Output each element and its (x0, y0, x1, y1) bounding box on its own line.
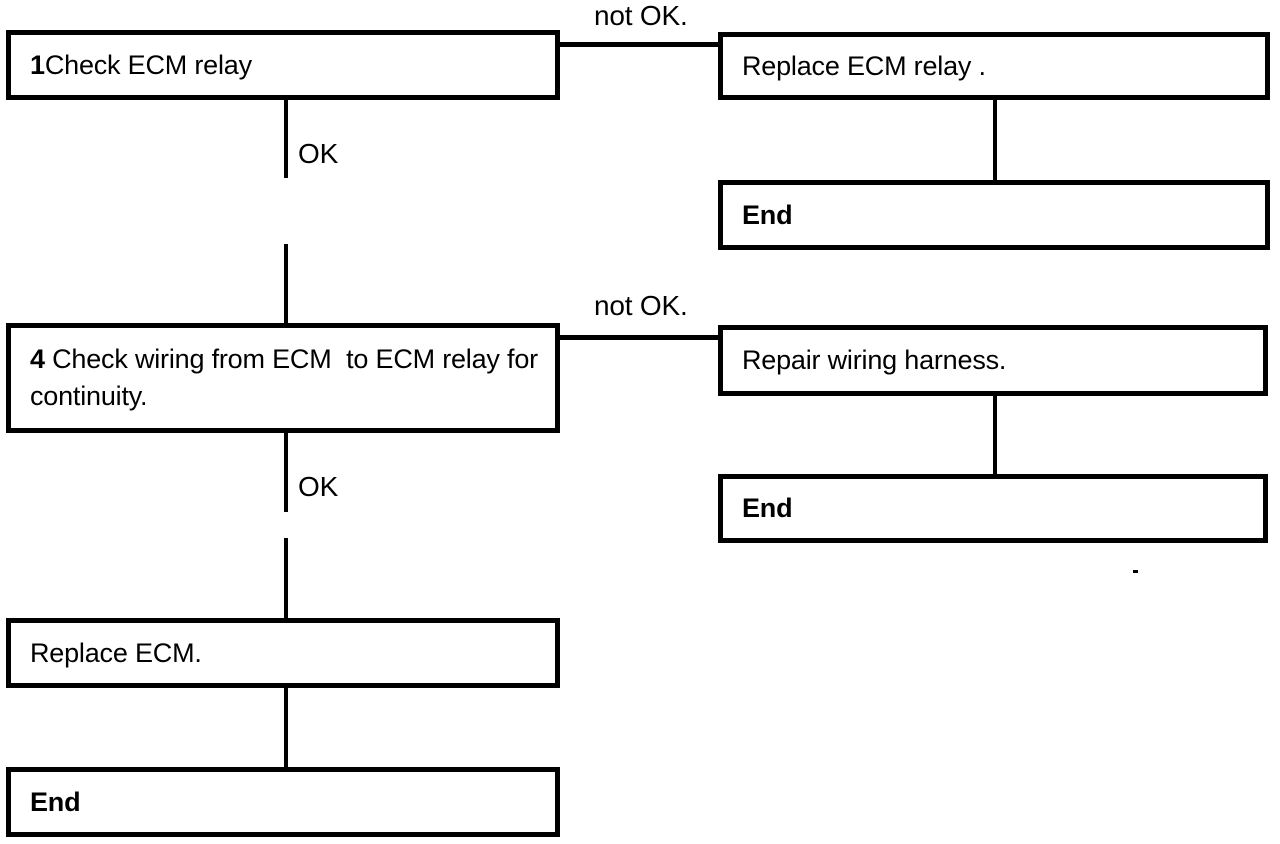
flowchart-box-repair-wiring-harness: Repair wiring harness. (718, 325, 1268, 396)
edge-label-ok-1: OK (298, 138, 339, 169)
connector-step4-to-repair-harness (560, 335, 718, 340)
edge-label-not-ok-2: not OK. (594, 290, 688, 321)
flowchart-box-end-1: End (718, 180, 1270, 250)
flowchart-box-replace-ecm: Replace ECM. (6, 618, 560, 688)
connector-step1-to-step4-lower (284, 244, 288, 324)
box-text: Replace ECM relay . (742, 50, 986, 81)
flowchart-box-check-ecm-relay: 1Check ECM relay (6, 30, 560, 100)
box-text: Replace ECM. (30, 637, 202, 668)
connector-repair-harness-to-end (993, 396, 997, 474)
box-text: End (30, 786, 81, 817)
edge-label-not-ok-1: not OK. (594, 0, 688, 31)
connector-step4-to-replace-ecm-upper (284, 433, 288, 512)
box-text: 4 Check wiring from ECM to ECM relay for… (11, 341, 555, 415)
connector-step1-to-replace-relay (560, 42, 718, 47)
connector-step1-to-step4-upper (284, 100, 288, 178)
box-text: 1Check ECM relay (11, 47, 555, 84)
flowchart-box-end-3: End (6, 767, 560, 837)
connector-replace-ecm-to-end (284, 687, 288, 767)
edge-label-ok-2: OK (298, 471, 339, 502)
flowchart-box-check-wiring: 4 Check wiring from ECM to ECM relay for… (6, 323, 560, 433)
flowchart-box-end-2: End (718, 474, 1268, 543)
step-number: 4 (30, 344, 45, 374)
connector-step4-to-replace-ecm-lower (284, 538, 288, 618)
connector-replace-relay-to-end (993, 100, 997, 180)
scan-speck (1133, 570, 1138, 573)
box-text: End (742, 199, 793, 230)
box-text: End (742, 493, 793, 523)
flowchart-box-replace-ecm-relay: Replace ECM relay . (718, 32, 1270, 100)
step-number: 1 (30, 49, 45, 80)
box-text: Repair wiring harness. (742, 345, 1007, 375)
step-label: Check wiring from ECM to ECM relay for c… (30, 344, 546, 411)
step-label: Check ECM relay (44, 49, 252, 80)
